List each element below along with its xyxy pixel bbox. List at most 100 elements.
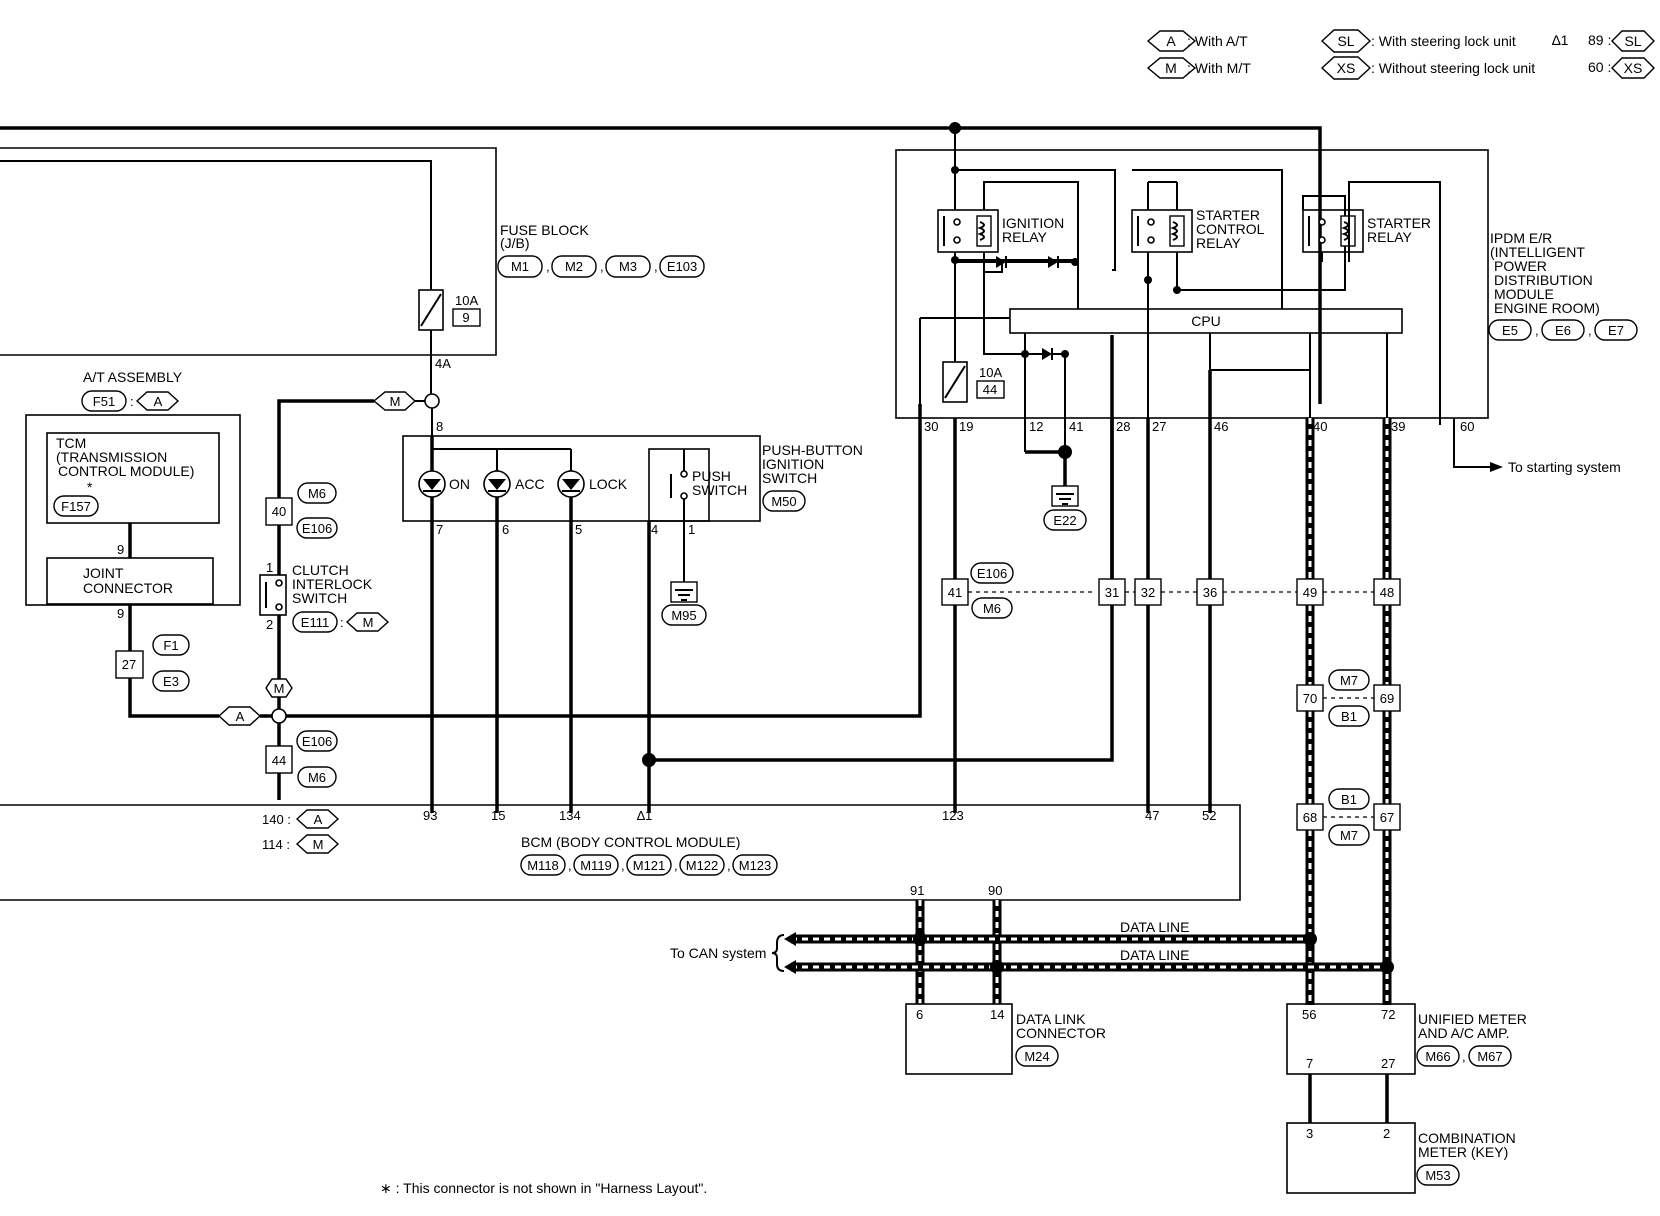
inline-67-number: 67 bbox=[1380, 810, 1394, 825]
footnote: ∗ : This connector is not shown in "Harn… bbox=[380, 1180, 707, 1196]
bcm-conn-m121: M121 bbox=[633, 858, 666, 873]
top-wires bbox=[0, 122, 1322, 404]
legend-star1: ∆1 bbox=[1552, 32, 1569, 48]
legend-xs-tag-2: XS bbox=[1624, 60, 1643, 76]
starter-relay-title2: RELAY bbox=[1367, 229, 1413, 245]
bcm-pin-47: 47 bbox=[1145, 808, 1159, 823]
push-button-switch: ON ACC LOCK PUSH SWITCH PUSH-BUTTON IGNI… bbox=[402, 435, 863, 813]
ignition-relay-title1: IGNITION bbox=[1002, 215, 1064, 231]
cpu-box bbox=[1009, 308, 1403, 334]
to-starting-system: To starting system bbox=[1508, 459, 1621, 475]
tcm-conn: F157 bbox=[61, 499, 91, 514]
feed-a-tag: A bbox=[236, 709, 245, 724]
ground-m95-conn: M95 bbox=[671, 608, 696, 623]
joint-connector-box bbox=[46, 557, 214, 605]
ipdm-box bbox=[895, 149, 1489, 419]
inline-44-number: 44 bbox=[272, 753, 286, 768]
combination-meter-box bbox=[1286, 1122, 1416, 1194]
tcm-title: TCM bbox=[56, 435, 86, 451]
can-lines: DATA LINE DATA LINE To CAN system bbox=[670, 900, 1394, 1004]
inline-70-number: 70 bbox=[1303, 691, 1317, 706]
inline-49-number: 49 bbox=[1303, 585, 1317, 600]
cpu-diode-icon bbox=[1042, 348, 1052, 360]
tag-sl-symbol-2 bbox=[1611, 30, 1655, 52]
legend: A : With A/T M : With M/T SL : With stee… bbox=[1146, 29, 1655, 80]
ipdm-pin-46: 46 bbox=[1214, 419, 1228, 434]
diode-on-icon bbox=[418, 470, 446, 498]
to-can-system: To CAN system bbox=[670, 945, 766, 961]
bcm-conn-m118: M118 bbox=[527, 858, 559, 873]
at-assembly-box bbox=[25, 414, 241, 606]
diode-lock-icon bbox=[557, 470, 585, 498]
svg-text:,: , bbox=[727, 858, 731, 873]
ipdm-conn-e6: E6 bbox=[1555, 323, 1571, 338]
ipdm-pin-40: 40 bbox=[1313, 419, 1327, 434]
push-switch-pin-7: 7 bbox=[436, 522, 443, 537]
clutch-title1: CLUTCH bbox=[292, 562, 349, 578]
switch-label-acc: ACC bbox=[515, 476, 545, 492]
legend-xs-tag: XS bbox=[1337, 60, 1356, 76]
bcm-pin-91: 91 bbox=[910, 883, 924, 898]
dlc-pin-14: 14 bbox=[990, 1007, 1004, 1022]
ipdm-pin-60: 60 bbox=[1460, 419, 1474, 434]
tag-sl-symbol bbox=[1320, 29, 1372, 53]
tcm-box bbox=[46, 432, 220, 524]
ignition-relay-title2: RELAY bbox=[1002, 229, 1048, 245]
bcm-pin-114-tag: M bbox=[313, 837, 324, 852]
ignition-relay-symbol bbox=[937, 209, 999, 253]
legend-sl-text: : With steering lock unit bbox=[1371, 33, 1516, 49]
data-line-1: DATA LINE bbox=[1120, 919, 1190, 935]
inline-68-bot: M7 bbox=[1340, 828, 1358, 843]
clutch-title2: INTERLOCK bbox=[292, 576, 373, 592]
ipdm-pin-41: 41 bbox=[1069, 419, 1083, 434]
legend-xs-text: : Without steering lock unit bbox=[1371, 60, 1535, 76]
svg-text:,: , bbox=[621, 858, 625, 873]
tcm-line2: (TRANSMISSION bbox=[56, 449, 167, 465]
inline-68-top: B1 bbox=[1341, 792, 1357, 807]
starter-control-relay-coil-icon bbox=[1169, 215, 1185, 247]
inline-41-top: E106 bbox=[977, 566, 1007, 581]
inline-27-top: F1 bbox=[163, 638, 178, 653]
ipdm-er: IGNITION RELAY STARTER CONTROL RELAY bbox=[895, 149, 1638, 596]
unified-meter-box bbox=[1286, 1003, 1416, 1075]
ipdm-pin-28: 28 bbox=[1116, 419, 1130, 434]
splice-m: M 8 bbox=[277, 391, 443, 800]
starter-control-relay-title1: STARTER bbox=[1196, 207, 1260, 223]
inline-27: 27 F1 E3 bbox=[115, 634, 190, 692]
ipdm-title2: (INTELLIGENT bbox=[1490, 244, 1585, 260]
unified-meter-conn-m66: M66 bbox=[1425, 1049, 1450, 1064]
at-assembly-title: A/T ASSEMBLY bbox=[83, 369, 183, 385]
starter-control-relay-title2: CONTROL bbox=[1196, 221, 1265, 237]
switch-label-on: ON bbox=[449, 476, 470, 492]
inline-41-bot: M6 bbox=[983, 601, 1001, 616]
inline-70-bot: B1 bbox=[1341, 709, 1357, 724]
clutch-conn: E111 bbox=[301, 615, 329, 630]
push-button-title2: IGNITION bbox=[762, 456, 824, 472]
push-switch-inner-box bbox=[648, 448, 710, 522]
svg-text:,: , bbox=[654, 259, 658, 274]
tag-m-symbol bbox=[1146, 57, 1197, 79]
starter-control-relay-symbol bbox=[1131, 209, 1193, 253]
bcm-conn-m123: M123 bbox=[739, 858, 772, 873]
ipdm-title6: ENGINE ROOM) bbox=[1494, 300, 1600, 316]
legend-sl-tag: SL bbox=[1337, 33, 1354, 49]
data-link-connector: 6 14 DATA LINK CONNECTOR M24 bbox=[905, 1003, 1106, 1075]
inline-40-top: M6 bbox=[308, 486, 326, 501]
fuse-44-rating: 10A bbox=[979, 365, 1002, 380]
bcm-pin-140: 140 : bbox=[262, 812, 291, 827]
legend-m-text: : With M/T bbox=[1187, 60, 1251, 76]
bcm-pin-15: 15 bbox=[491, 808, 505, 823]
can-arrow-2-icon bbox=[784, 960, 796, 974]
combination-meter-conn: M53 bbox=[1425, 1168, 1450, 1183]
feed-m-tag: M bbox=[274, 681, 285, 696]
ground-e22-icon bbox=[1051, 485, 1079, 507]
unified-meter-title2: AND A/C AMP. bbox=[1418, 1025, 1510, 1041]
dlc-conn: M24 bbox=[1024, 1049, 1049, 1064]
clutch-interlock: 40 M6 E106 1 2 CLUTCH INTERLOCK SWITCH E… bbox=[259, 482, 390, 788]
svg-text::: : bbox=[130, 394, 134, 409]
bcm-pin-140-tag: A bbox=[314, 812, 323, 827]
fuse-block-conn-m2: M2 bbox=[565, 259, 583, 274]
fuse-block-subtitle: (J/B) bbox=[500, 235, 530, 251]
combination-meter-pin-2: 2 bbox=[1383, 1126, 1390, 1141]
